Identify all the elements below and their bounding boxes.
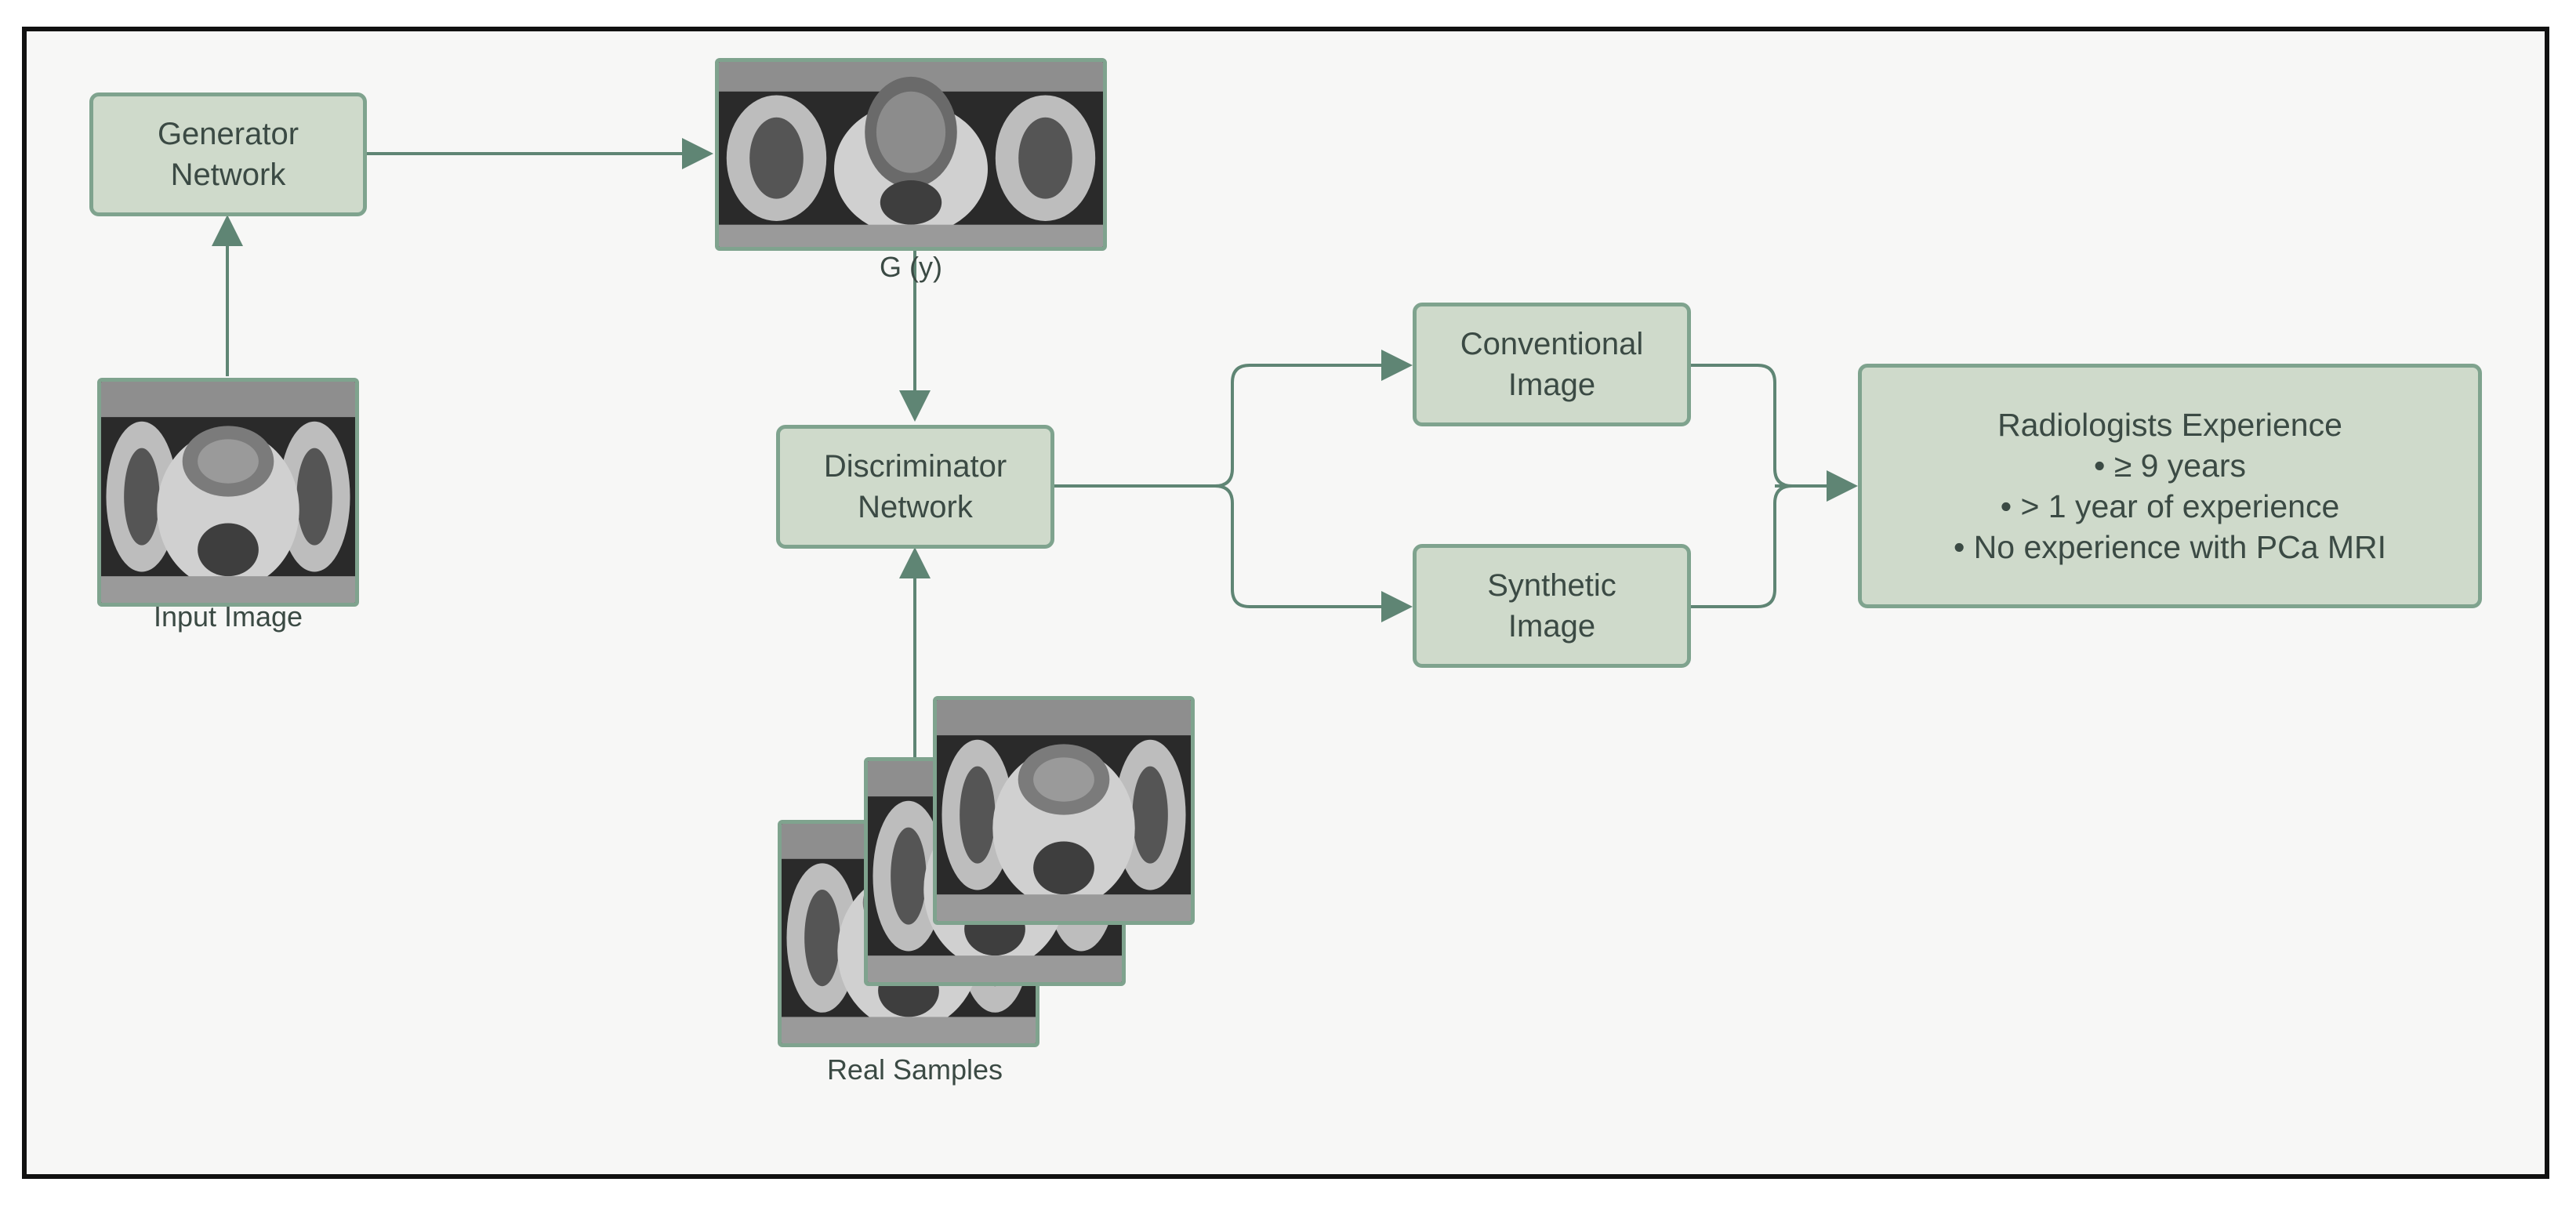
generated-image-caption: G (y) [880, 251, 942, 283]
radiologists-title: Radiologists Experience [1997, 407, 2342, 443]
mri-scan-graphic [719, 62, 1103, 247]
synthetic-line2: Image [1508, 609, 1596, 644]
discriminator-line2: Network [858, 490, 973, 524]
radiologists-item-1: • ≥ 9 years [2093, 448, 2247, 484]
input-image-caption: Input Image [153, 600, 303, 633]
mri-scan-graphic [937, 700, 1191, 921]
discriminator-line1: Discriminator [823, 449, 1007, 484]
synthetic-image-box: Synthetic Image [1413, 544, 1691, 668]
radiologists-item-3: • No experience with PCa MRI [1953, 529, 2387, 565]
connector-conventional-out [1689, 364, 1793, 488]
mri-scan-graphic [101, 382, 355, 603]
generator-line1: Generator [157, 117, 299, 151]
real-sample-image-1 [933, 696, 1195, 925]
generator-network-box: Generator Network [89, 92, 367, 216]
synthetic-line1: Synthetic [1487, 568, 1616, 603]
radiologists-item-2: • > 1 year of experience [2000, 488, 2340, 524]
arrow-discriminator-to-synthetic [1214, 484, 1413, 622]
real-samples-caption: Real Samples [826, 1053, 1003, 1086]
conventional-image-box: Conventional Image [1413, 303, 1691, 426]
generated-mri-image [715, 58, 1107, 251]
arrow-discriminator-to-conventional [1054, 350, 1413, 488]
radiologists-experience-box: Radiologists Experience • ≥ 9 years • > … [1858, 364, 2482, 608]
conventional-line2: Image [1508, 368, 1596, 402]
generator-line2: Network [170, 158, 286, 192]
connector-synthetic-out [1689, 484, 1793, 608]
discriminator-network-box: Discriminator Network [776, 425, 1054, 549]
input-mri-image [97, 378, 359, 607]
conventional-line1: Conventional [1460, 327, 1644, 361]
